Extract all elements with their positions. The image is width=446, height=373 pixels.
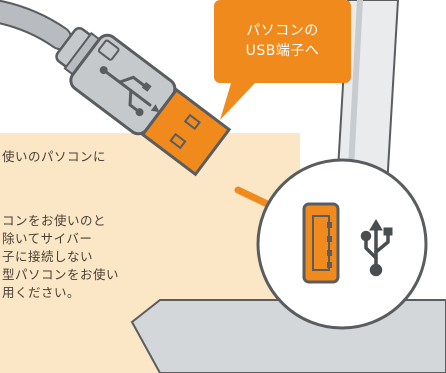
note-line-6: 型パソコンをお使い	[2, 267, 120, 282]
usb-cable	[0, 0, 72, 50]
usb-port-icon	[302, 202, 340, 284]
callout-line-1: パソコンの	[246, 23, 319, 39]
usb-plug-icon	[55, 26, 232, 177]
note-line-4: 除いてサイバー	[2, 231, 93, 246]
note-line-5: 子に接続しない	[2, 249, 94, 264]
note-line-7: 用ください。	[2, 285, 81, 300]
callout-line-2: USB端子へ	[245, 43, 320, 59]
callout-tail	[220, 80, 258, 120]
note-line-1: 使いのパソコンに	[2, 149, 107, 164]
usb-trident-icon	[360, 219, 393, 277]
usb-port-magnifier	[256, 158, 428, 330]
usb-port-callout: パソコンの USB端子へ	[214, 0, 351, 83]
note-line-3: コンをお使いのと	[2, 213, 107, 228]
